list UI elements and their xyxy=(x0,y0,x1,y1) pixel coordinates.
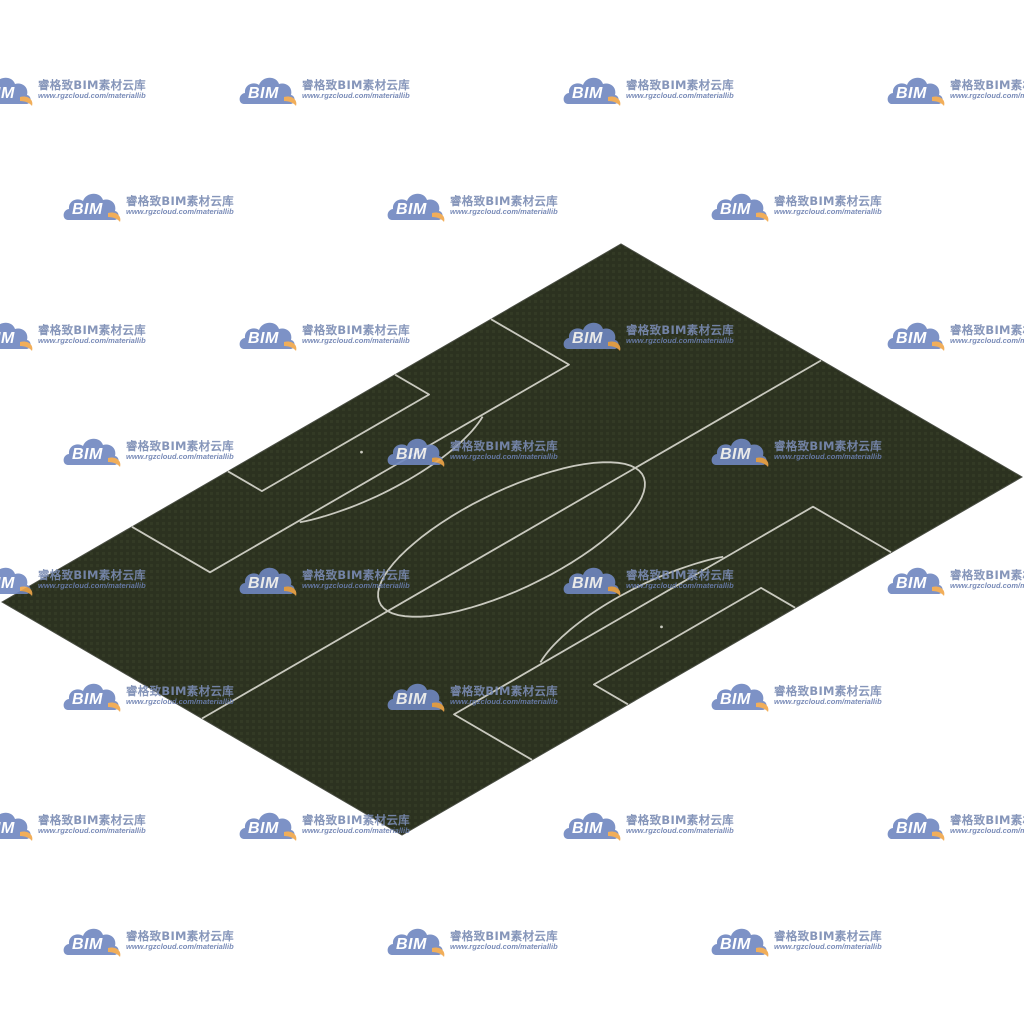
penalty-box-left xyxy=(131,318,570,574)
goal-box-right xyxy=(593,587,796,706)
penalty-arc-left xyxy=(299,416,484,524)
center-circle xyxy=(377,461,646,618)
penalty-spot-left xyxy=(360,450,363,454)
goal-box-left xyxy=(227,373,431,493)
halfway-line xyxy=(201,359,822,720)
soccer-field xyxy=(1,243,1023,836)
penalty-spot-right xyxy=(660,625,663,629)
penalty-box-right xyxy=(453,505,892,761)
penalty-arc-right xyxy=(539,555,724,663)
